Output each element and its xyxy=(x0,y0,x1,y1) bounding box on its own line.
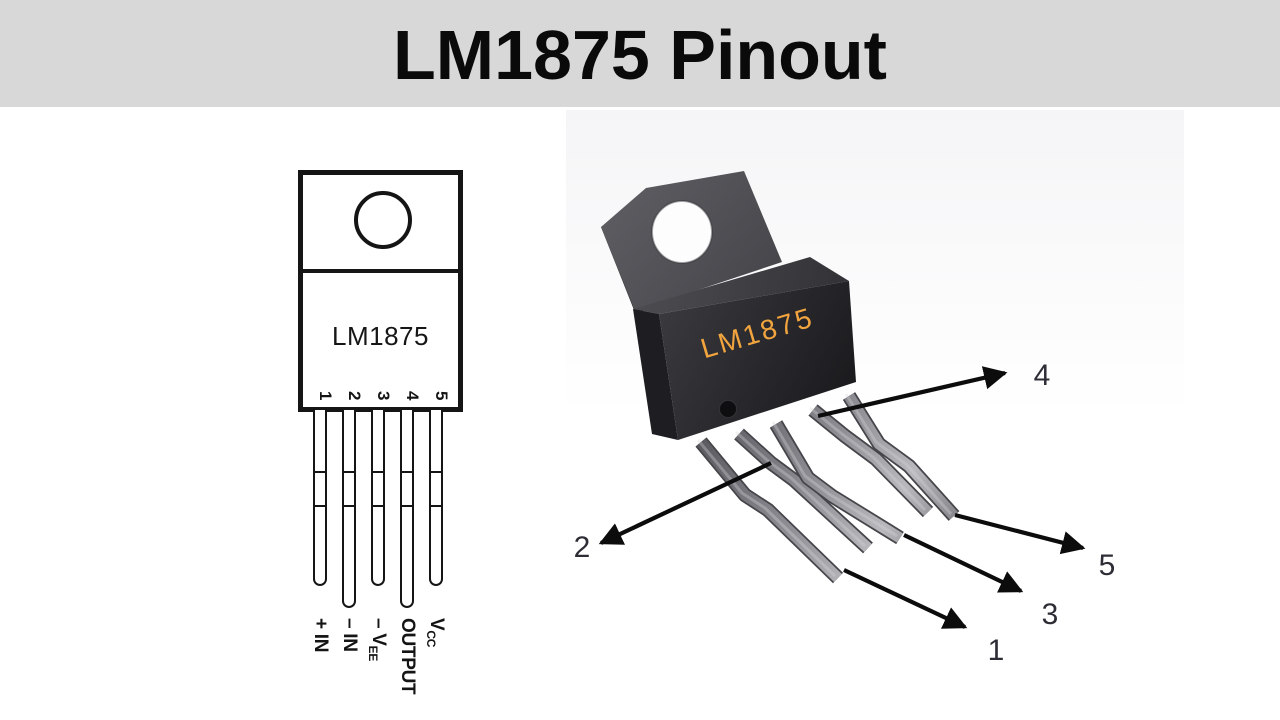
schematic-lead-4 xyxy=(399,410,414,608)
schematic-package-outline: LM1875 1 2 3 4 5 xyxy=(298,170,463,412)
tab-hole-icon xyxy=(651,200,713,264)
mounting-hole-icon xyxy=(354,191,412,249)
schematic-lead-2 xyxy=(341,410,356,608)
chip-lead-3 xyxy=(769,420,904,545)
chip-body-top-face xyxy=(633,257,849,314)
tab-divider-line xyxy=(302,269,459,273)
callout-label-5: 5 xyxy=(1099,549,1116,582)
callout-arrows xyxy=(598,366,1086,629)
chip-lead-1 xyxy=(695,437,844,584)
header-banner: LM1875 Pinout xyxy=(0,0,1280,107)
chip-lead-2 xyxy=(734,428,873,554)
chip-lead-4 xyxy=(808,404,934,518)
schematic-lead-3 xyxy=(370,410,385,586)
chip-lead-5 xyxy=(842,392,960,521)
schematic-chip-label: LM1875 xyxy=(332,321,429,351)
pin1-dimple-icon xyxy=(719,400,737,418)
schematic-lead-5 xyxy=(428,410,443,586)
callout-label-1: 1 xyxy=(988,634,1005,667)
chip-leads xyxy=(695,392,960,584)
callout-label-4: 4 xyxy=(1034,359,1051,392)
callout-label-3: 3 xyxy=(1042,598,1059,631)
schematic-pinout-diagram: LM1875 1 2 3 4 5 + IN – IN – VEE OUTPUT … xyxy=(0,0,560,720)
schematic-lead-1 xyxy=(312,410,327,586)
chip-body-left-face xyxy=(633,309,678,440)
callout-arrow-1 xyxy=(843,568,968,629)
chip-body-front-face xyxy=(659,281,856,440)
callout-arrow-4 xyxy=(817,366,1008,419)
page-title: LM1875 Pinout xyxy=(393,16,887,94)
callout-arrow-3 xyxy=(903,533,1024,593)
callout-arrow-2 xyxy=(598,461,772,545)
callout-arrow-5 xyxy=(954,512,1086,555)
callout-label-2: 2 xyxy=(574,531,591,564)
